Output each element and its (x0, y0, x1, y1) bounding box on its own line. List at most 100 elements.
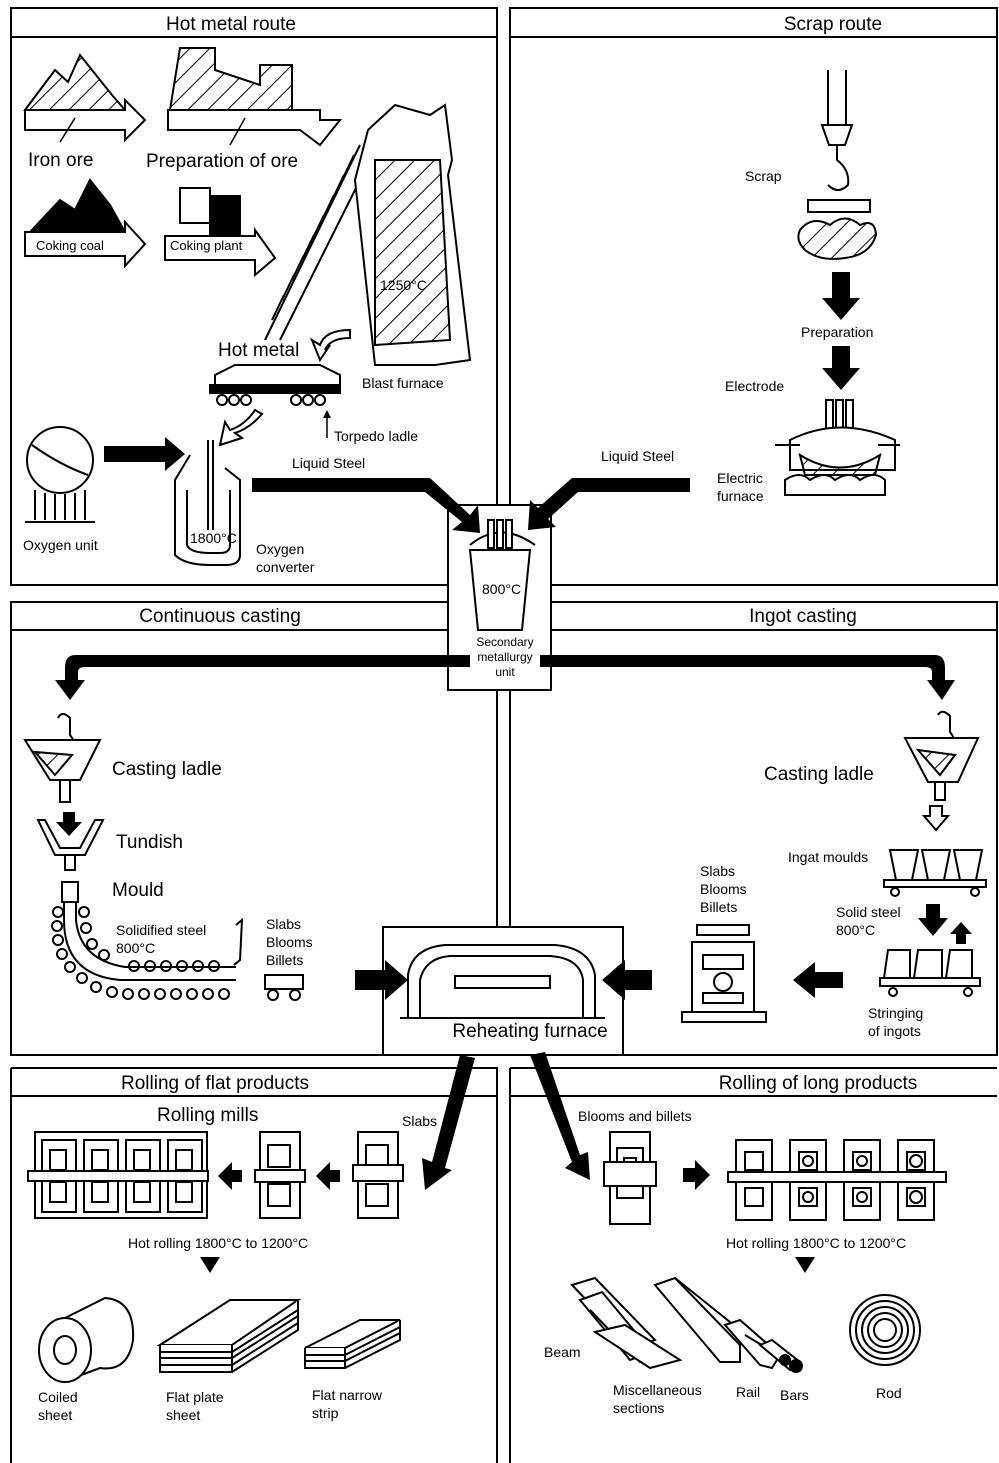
arrow-liquid-steel-left-icon (252, 478, 480, 533)
arrow-liquid-steel-right-icon (528, 478, 690, 530)
coking-coal-icon (24, 178, 147, 269)
label-electric-furnace-2: furnace (717, 488, 764, 504)
primary-mill-icon (681, 924, 767, 1023)
label-iron-ore: Iron ore (28, 150, 93, 171)
arrow-to-reheat-left-icon (355, 960, 408, 1000)
arrow-down-icon (822, 272, 860, 320)
continuous-caster-icon (51, 881, 244, 1000)
label-blast-furnace-temp: 1250°C (380, 277, 427, 293)
label-mould: Mould (112, 880, 164, 901)
label-oxygen-converter-2: converter (256, 559, 315, 575)
label-coking-plant: Coking plant (170, 238, 243, 253)
label-misc-2: sections (613, 1400, 664, 1416)
label-tundish: Tundish (116, 832, 183, 853)
label-solid-steel-1: Solid steel (836, 904, 901, 920)
electric-furnace-icon (775, 399, 900, 496)
header-ingot-casting: Ingot casting (749, 606, 857, 627)
label-long-hot-rolling: Hot rolling 1800°C to 1200°C (726, 1235, 906, 1251)
label-scrap: Scrap (745, 168, 782, 184)
flat-plate-icon (156, 1299, 302, 1373)
label-misc-1: Miscellaneous (613, 1382, 702, 1398)
label-oxygen-converter-1: Oxygen (256, 541, 304, 557)
casting-ladle-right-icon (903, 710, 980, 801)
casting-ladle-left-icon (23, 713, 102, 803)
arrow-to-continuous-icon (55, 655, 470, 700)
coking-plant-icon (164, 187, 277, 278)
label-electrode: Electrode (725, 378, 784, 394)
oxygen-unit-icon (25, 426, 95, 523)
arrow-right-long-icon (683, 1160, 710, 1190)
narrow-strip-icon (304, 1319, 401, 1369)
ore-preparation-icon (167, 47, 343, 147)
label-electric-furnace-1: Electric (717, 470, 763, 486)
crane-hook-icon (820, 70, 854, 191)
label-flat-hot-rolling: Hot rolling 1800°C to 1200°C (128, 1235, 308, 1251)
arrow-curved-down-icon (218, 408, 264, 447)
arrow-left-flat-2-icon (316, 1162, 340, 1190)
label-liquid-steel-left: Liquid Steel (292, 455, 365, 471)
arrow-left-flat-1-icon (218, 1162, 242, 1190)
panel-frames (10, 7, 998, 1463)
tundish-icon (36, 819, 105, 871)
coiled-sheet-icon (38, 1296, 135, 1383)
label-secondary-temp: 800°C (482, 581, 521, 597)
label-secondary-1: Secondary (476, 635, 533, 649)
label-ig-slabs: Slabs (700, 863, 735, 879)
label-cc-billets: Billets (266, 952, 303, 968)
label-bars: Bars (780, 1387, 809, 1403)
ingot-moulds-icon (883, 849, 987, 897)
label-ingot-moulds: Ingat moulds (788, 849, 868, 865)
label-flat-plate-1: Flat plate (166, 1389, 224, 1405)
header-scrap-route: Scrap route (784, 14, 882, 35)
label-preparation-of-ore: Preparation of ore (146, 151, 298, 172)
label-blooms-billets: Blooms and billets (578, 1108, 692, 1124)
label-secondary-2: metallurgy (477, 650, 532, 664)
label-casting-ladle-left: Casting ladle (112, 759, 222, 780)
label-narrow-1: Flat narrow (312, 1387, 383, 1403)
label-secondary-3: unit (495, 665, 515, 679)
label-cc-blooms: Blooms (266, 934, 313, 950)
arrow-reheat-to-flat-icon (422, 1055, 475, 1190)
rolling-mills-flat-icon (27, 1131, 404, 1219)
label-narrow-2: strip (312, 1405, 339, 1421)
arrow-right-icon (104, 437, 185, 471)
rod-coil-icon (849, 1294, 921, 1366)
cart-icon (264, 974, 304, 1001)
label-torpedo-ladle: Torpedo ladle (334, 428, 418, 444)
label-solid-steel-2: 800°C (836, 922, 875, 938)
label-coiled-1: Coiled (38, 1389, 78, 1405)
torpedo-ladle-icon (209, 364, 341, 406)
label-coking-coal: Coking coal (36, 238, 104, 253)
label-cc-slabs: Slabs (266, 916, 301, 932)
misc-sections-icon (653, 1276, 741, 1363)
arrow-up-ingot-icon (950, 922, 972, 944)
label-beam: Beam (544, 1344, 581, 1360)
arrow-to-ingot-icon (540, 655, 955, 700)
header-rolling-long: Rolling of long products (719, 1073, 918, 1094)
label-reheating-furnace: Reheating furnace (452, 1021, 607, 1042)
header-continuous-casting: Continuous casting (139, 606, 301, 627)
label-coiled-2: sheet (38, 1407, 72, 1423)
label-casting-ladle-right: Casting ladle (764, 764, 874, 785)
header-rolling-flat: Rolling of flat products (121, 1073, 309, 1094)
label-solidified-2: 800°C (116, 940, 155, 956)
secondary-metallurgy-icon (468, 519, 536, 631)
arrow-left-ingot-icon (793, 962, 843, 998)
beam-icon (570, 1276, 683, 1370)
triangle-down-long-icon (795, 1257, 815, 1273)
triangle-down-flat-icon (200, 1257, 220, 1273)
label-rod: Rod (876, 1385, 902, 1401)
label-rail: Rail (736, 1384, 760, 1400)
label-rolling-mills: Rolling mills (157, 1105, 258, 1126)
label-ig-blooms: Blooms (700, 881, 747, 897)
scrap-magnet-icon (797, 199, 878, 260)
label-preparation: Preparation (801, 324, 873, 340)
label-stringing-2: of ingots (868, 1023, 921, 1039)
label-blast-furnace: Blast furnace (362, 375, 444, 391)
arrow-curved-icon (309, 328, 351, 363)
label-flat-plate-2: sheet (166, 1407, 200, 1423)
arrow-reheat-to-long-icon (530, 1052, 590, 1180)
label-solidified-1: Solidified steel (116, 922, 206, 938)
label-ig-billets: Billets (700, 899, 737, 915)
